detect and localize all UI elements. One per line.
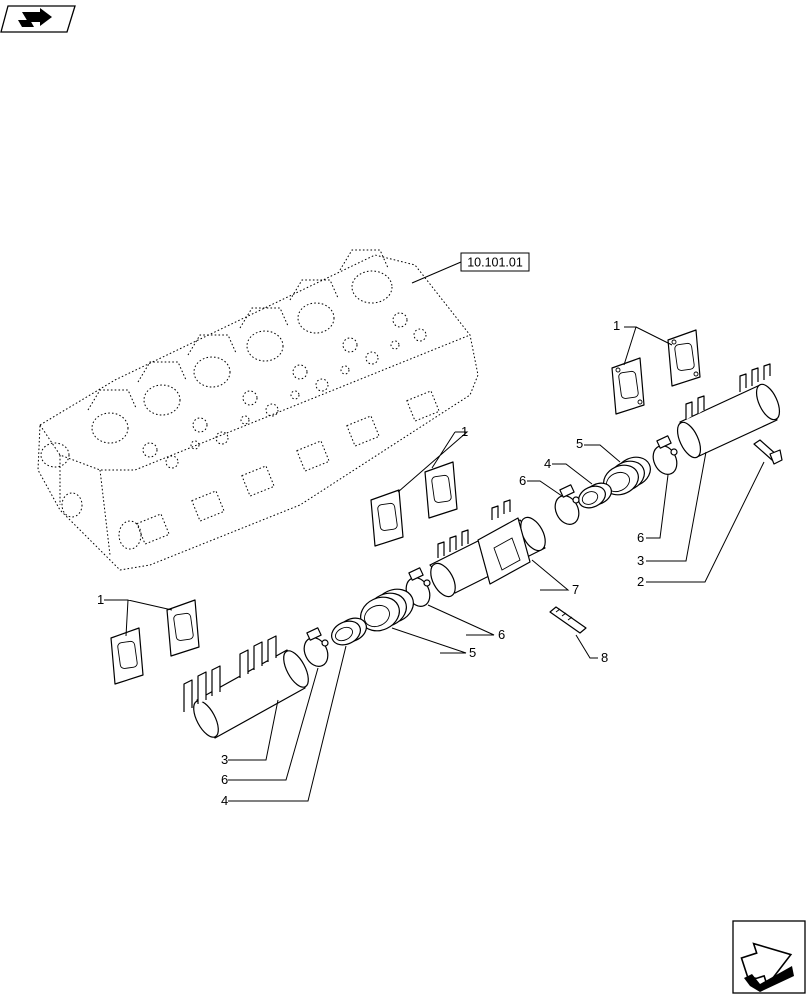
callout-3-left: 3 — [221, 752, 228, 767]
callout-6-left: 6 — [221, 772, 228, 787]
cylinder-head-phantom — [37, 249, 479, 571]
ring-right — [578, 482, 612, 509]
center-manifold — [429, 499, 546, 598]
gasket-left — [110, 599, 200, 685]
clamp-left — [303, 627, 329, 667]
callout-6-right: 6 — [637, 530, 644, 545]
exhaust-pipe-right — [676, 363, 781, 459]
callout-6-upper: 6 — [519, 473, 526, 488]
gasket-top — [611, 329, 701, 415]
callout-8: 8 — [601, 650, 608, 665]
callout-1-middle: 1 — [461, 424, 468, 439]
clamp-middle — [554, 484, 580, 525]
callout-1-top: 1 — [613, 318, 620, 333]
page-nav-icon[interactable] — [0, 5, 76, 33]
callout-6-center: 6 — [498, 627, 505, 642]
bolt — [753, 439, 783, 465]
reference-code: 10.101.01 — [467, 256, 523, 270]
callout-4-left: 4 — [221, 793, 228, 808]
callout-1-left: 1 — [97, 592, 104, 607]
ring-left — [331, 617, 367, 646]
next-page-arrow-icon[interactable] — [732, 920, 806, 994]
callout-2: 2 — [637, 574, 644, 589]
gasket-middle — [370, 461, 458, 547]
callout-3-right: 3 — [637, 553, 644, 568]
reference-callout[interactable]: 10.101.01 — [411, 252, 530, 284]
exhaust-pipe-left — [183, 635, 309, 739]
callout-5-right: 5 — [576, 436, 583, 451]
callout-7: 7 — [572, 582, 579, 597]
callout-4-right: 4 — [544, 456, 551, 471]
leader-lines — [104, 326, 765, 802]
clamp-right — [652, 435, 678, 475]
callout-labels: 1 1 1 5 4 6 6 3 2 7 6 5 8 3 6 4 — [97, 318, 644, 808]
bellows-left — [360, 588, 414, 632]
callout-5-center: 5 — [469, 645, 476, 660]
stud — [549, 606, 587, 634]
bellows-right — [603, 456, 651, 496]
